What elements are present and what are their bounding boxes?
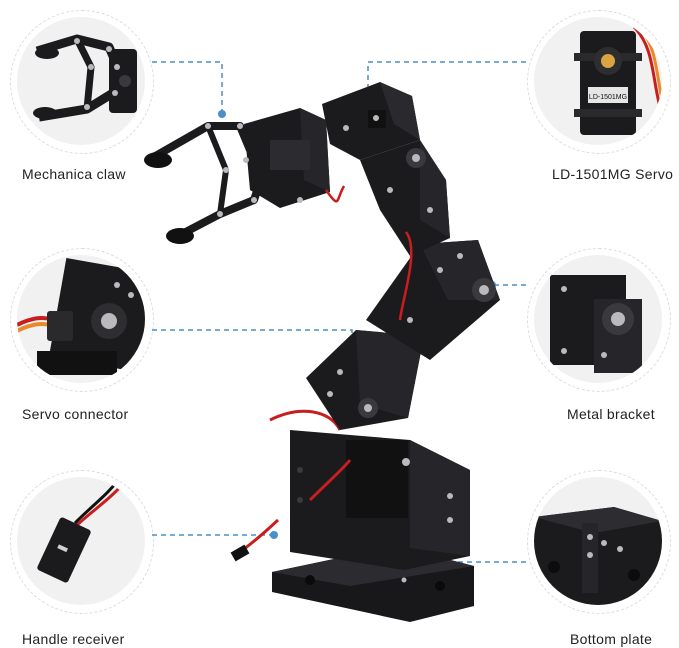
claw-callout (17, 17, 145, 145)
receiver-image (37, 477, 131, 583)
label-metal-bracket: Metal bracket (567, 406, 655, 422)
servo-callout: LD-1501MG (534, 17, 662, 145)
label-servo: LD-1501MG Servo (552, 166, 674, 182)
ring-decoration (10, 470, 154, 614)
label-servo-connector: Servo connector (22, 406, 129, 422)
ring-decoration (527, 10, 671, 154)
receiver-callout (17, 477, 145, 605)
ring-decoration (10, 248, 154, 392)
label-handle-receiver: Handle receiver (22, 631, 125, 647)
ring-decoration (527, 470, 671, 614)
label-bottom-plate: Bottom plate (570, 631, 653, 647)
connector-image (17, 257, 145, 375)
ring-decoration (10, 10, 154, 154)
plate-callout (534, 477, 662, 605)
ring-decoration (527, 248, 671, 392)
plate-image (534, 507, 662, 605)
connector-callout (17, 255, 145, 383)
bracket-callout (534, 255, 662, 383)
bracket-image (550, 275, 642, 373)
label-mechanica-claw: Mechanica claw (22, 166, 126, 182)
servo-sticker-text: LD-1501MG (589, 94, 627, 101)
claw-image (33, 34, 137, 122)
servo-image: LD-1501MG (574, 23, 662, 135)
